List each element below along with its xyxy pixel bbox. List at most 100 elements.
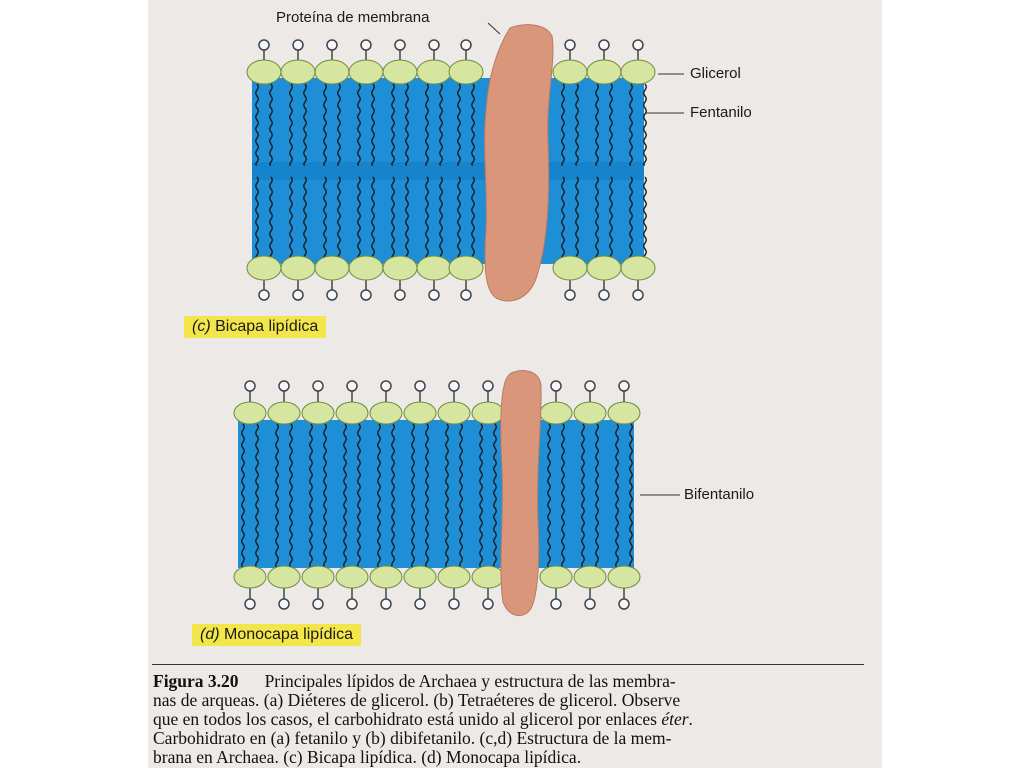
head-phosphate <box>245 599 255 609</box>
head-phosphate <box>585 599 595 609</box>
head-phosphate <box>415 599 425 609</box>
label-membrane-protein: Proteína de membrana <box>276 9 429 26</box>
head-phosphate <box>619 381 629 391</box>
glycerol-head <box>608 402 640 424</box>
tag-monolayer-text: Monocapa lipídica <box>220 626 353 643</box>
glycerol-head <box>383 60 417 84</box>
glycerol-head <box>587 256 621 280</box>
head-phosphate <box>415 381 425 391</box>
glycerol-head <box>349 256 383 280</box>
glycerol-head <box>438 402 470 424</box>
caption-line-2: nas de arqueas. (a) Diéteres de glicerol… <box>153 691 869 710</box>
head-phosphate <box>293 290 303 300</box>
head-phosphate <box>633 290 643 300</box>
bilayer-bottom-glycerol-heads <box>247 256 655 300</box>
head-phosphate <box>461 290 471 300</box>
head-phosphate <box>347 381 357 391</box>
head-phosphate <box>599 290 609 300</box>
glycerol-head <box>281 60 315 84</box>
head-phosphate <box>347 599 357 609</box>
glycerol-head <box>370 566 402 588</box>
glycerol-head <box>315 60 349 84</box>
glycerol-head <box>417 60 451 84</box>
caption-line-3: que en todos los casos, el carbohidrato … <box>153 710 869 729</box>
glycerol-head <box>621 256 655 280</box>
head-phosphate <box>551 381 561 391</box>
glycerol-head <box>438 566 470 588</box>
glycerol-head <box>404 566 436 588</box>
glycerol-head <box>383 256 417 280</box>
hydrocarbon-tail <box>644 84 647 165</box>
head-phosphate <box>245 381 255 391</box>
tag-monolayer-letter: (d) <box>200 626 220 643</box>
caption-figure-number: Figura 3.20 <box>153 671 239 691</box>
head-phosphate <box>313 599 323 609</box>
label-biphytanyl: Bifentanilo <box>684 486 754 503</box>
glycerol-head <box>247 256 281 280</box>
head-phosphate <box>381 599 391 609</box>
head-phosphate <box>395 40 405 50</box>
monolayer-top-glycerol-heads <box>234 381 640 424</box>
glycerol-head <box>540 402 572 424</box>
head-phosphate <box>565 40 575 50</box>
caption-line-3-c: . <box>689 709 693 729</box>
glycerol-head <box>349 60 383 84</box>
tag-monolayer: (d) Monocapa lipídica <box>192 624 361 646</box>
head-phosphate <box>429 290 439 300</box>
glycerol-head <box>281 256 315 280</box>
monolayer-hydrophobic-core <box>238 420 634 568</box>
glycerol-head <box>268 402 300 424</box>
glycerol-head <box>302 402 334 424</box>
head-phosphate <box>483 599 493 609</box>
caption-line-4: Carbohidrato en (a) fetanilo y (b) dibif… <box>153 729 869 748</box>
glycerol-head <box>247 60 281 84</box>
bilayer-top-glycerol-heads <box>247 40 655 84</box>
glycerol-head <box>587 60 621 84</box>
head-phosphate <box>461 40 471 50</box>
head-phosphate <box>293 40 303 50</box>
glycerol-head <box>336 402 368 424</box>
caption-rule <box>152 664 864 665</box>
head-phosphate <box>259 290 269 300</box>
head-phosphate <box>429 40 439 50</box>
glycerol-head <box>315 256 349 280</box>
glycerol-head <box>608 566 640 588</box>
glycerol-head <box>574 402 606 424</box>
leader-protein <box>488 23 500 34</box>
glycerol-head <box>302 566 334 588</box>
monolayer-bottom-glycerol-heads <box>234 566 640 609</box>
bilayer-midplane <box>252 162 644 180</box>
head-phosphate <box>565 290 575 300</box>
monolayer-diagram <box>234 371 640 616</box>
glycerol-head <box>553 60 587 84</box>
tag-bilayer: (c) Bicapa lipídica <box>184 316 326 338</box>
tag-bilayer-letter: (c) <box>192 318 211 335</box>
head-phosphate <box>361 40 371 50</box>
head-phosphate <box>599 40 609 50</box>
glycerol-head <box>370 402 402 424</box>
head-phosphate <box>551 599 561 609</box>
head-phosphate <box>619 599 629 609</box>
head-phosphate <box>279 381 289 391</box>
glycerol-head <box>540 566 572 588</box>
caption-line-1-text: Principales lípidos de Archaea y estruct… <box>265 671 676 691</box>
glycerol-head <box>234 402 266 424</box>
caption-line-1: Figura 3.20 Principales lípidos de Archae… <box>153 672 869 691</box>
glycerol-head <box>449 256 483 280</box>
head-phosphate <box>259 40 269 50</box>
hydrocarbon-tail <box>644 177 647 263</box>
head-phosphate <box>313 381 323 391</box>
head-phosphate <box>361 290 371 300</box>
glycerol-head <box>574 566 606 588</box>
head-phosphate <box>395 290 405 300</box>
glycerol-head <box>234 566 266 588</box>
caption-line-3-b: éter <box>661 709 688 729</box>
head-phosphate <box>483 381 493 391</box>
head-phosphate <box>327 40 337 50</box>
head-phosphate <box>633 40 643 50</box>
head-phosphate <box>449 381 459 391</box>
glycerol-head <box>472 566 504 588</box>
glycerol-head <box>268 566 300 588</box>
caption-line-3-a: que en todos los casos, el carbohidrato … <box>153 709 661 729</box>
